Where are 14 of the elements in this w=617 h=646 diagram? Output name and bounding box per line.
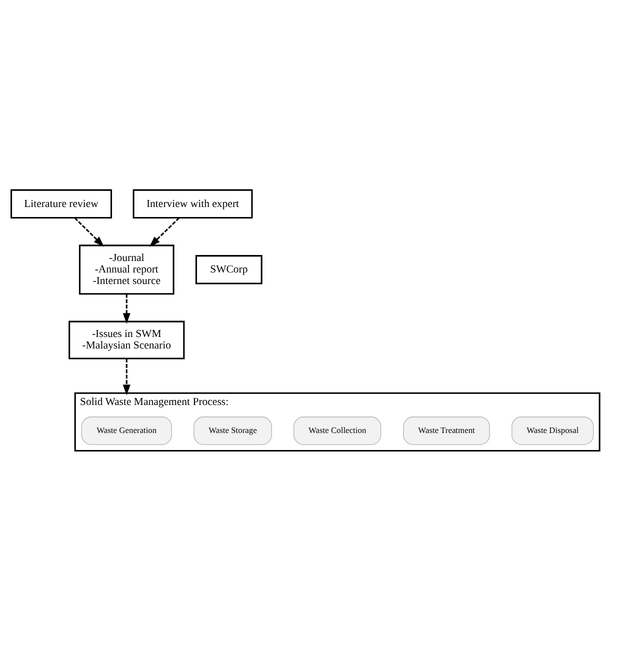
arrow bbox=[122, 293, 130, 324]
node-box: Waste Collection bbox=[294, 416, 382, 444]
node-box: Interview with expert bbox=[132, 188, 253, 218]
node-box: -Issues in SWM -Malaysian Scenario bbox=[68, 320, 185, 359]
node-box: Literature review bbox=[10, 188, 112, 218]
node-box: Waste Disposal bbox=[512, 416, 594, 444]
arrow bbox=[149, 216, 180, 246]
node-box: Waste Storage bbox=[194, 416, 272, 444]
node-box: -Journal -Annual report -Internet source bbox=[78, 244, 174, 294]
node-box: SWCorp bbox=[195, 254, 262, 284]
arrow bbox=[74, 216, 104, 246]
arrow bbox=[122, 358, 130, 395]
node-box: Waste Treatment bbox=[403, 416, 490, 444]
node-box: Waste Generation bbox=[81, 416, 172, 444]
